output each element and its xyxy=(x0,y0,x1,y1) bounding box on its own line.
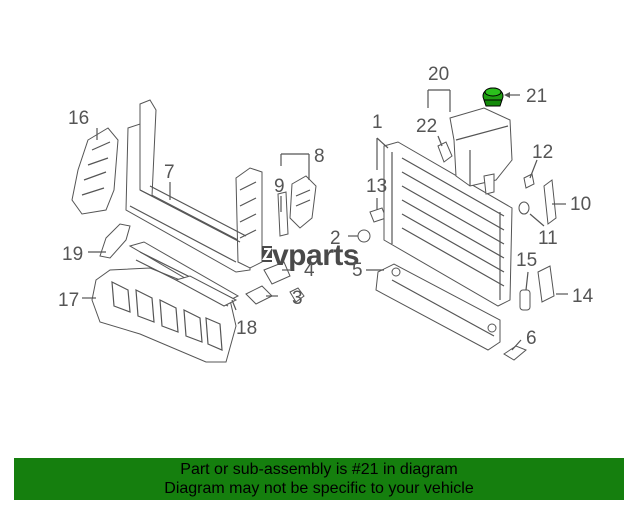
callout-8: 8 xyxy=(314,146,325,167)
part-6-drain-plug xyxy=(503,345,527,361)
part-10-bracket xyxy=(543,179,557,225)
callout-13: 13 xyxy=(366,176,387,197)
callout-19: 19 xyxy=(62,244,83,265)
callout-9: 9 xyxy=(274,176,285,197)
callout-5: 5 xyxy=(352,260,363,281)
part-4-clip xyxy=(263,261,291,285)
leader-lines xyxy=(82,89,568,351)
info-banner: Part or sub-assembly is #21 in diagram D… xyxy=(14,458,624,500)
part-12-clip xyxy=(523,173,535,189)
callout-15: 15 xyxy=(516,250,537,271)
callout-22: 22 xyxy=(416,116,437,137)
callout-20: 20 xyxy=(428,64,449,85)
part-1-radiator xyxy=(383,141,513,307)
part-11-oring xyxy=(518,201,530,215)
part-18-air-guide xyxy=(128,241,240,307)
part-22-bracket xyxy=(437,141,453,163)
part-9-bracket xyxy=(277,191,289,237)
callout-labels: 1 2 3 4 5 6 7 8 9 10 11 12 13 14 15 16 1… xyxy=(58,64,594,349)
callout-17: 17 xyxy=(58,290,79,311)
callout-3: 3 xyxy=(292,288,303,309)
part-20-expansion-tank xyxy=(449,107,513,195)
callout-6: 6 xyxy=(526,328,537,349)
callout-21: 21 xyxy=(526,86,547,107)
callout-10: 10 xyxy=(570,194,591,215)
vparts-watermark: vparts xyxy=(262,239,360,272)
watermark-text: vparts xyxy=(272,239,359,272)
callout-1: 1 xyxy=(372,112,383,133)
callout-4: 4 xyxy=(304,260,315,281)
part-5-lower-support xyxy=(375,263,501,351)
callout-16: 16 xyxy=(68,108,89,129)
part-14-sensor xyxy=(537,265,555,303)
banner-line-1: Part or sub-assembly is #21 in diagram xyxy=(180,461,458,478)
part-16-air-duct xyxy=(71,127,119,215)
part-15-seal xyxy=(519,289,531,311)
part-3-clip xyxy=(245,285,305,305)
callout-14: 14 xyxy=(572,286,594,307)
part-21-cap xyxy=(482,87,504,107)
part-7-support-frame xyxy=(125,99,263,273)
part-8-bracket xyxy=(289,175,317,229)
callout-2: 2 xyxy=(330,228,341,249)
banner-line-2: Diagram may not be specific to your vehi… xyxy=(164,480,474,497)
callout-7: 7 xyxy=(164,162,175,183)
callout-12: 12 xyxy=(532,142,553,163)
part-2-fitting xyxy=(357,229,371,243)
part-19-bracket xyxy=(99,223,131,259)
callout-11: 11 xyxy=(538,228,558,249)
callout-18: 18 xyxy=(236,318,257,339)
